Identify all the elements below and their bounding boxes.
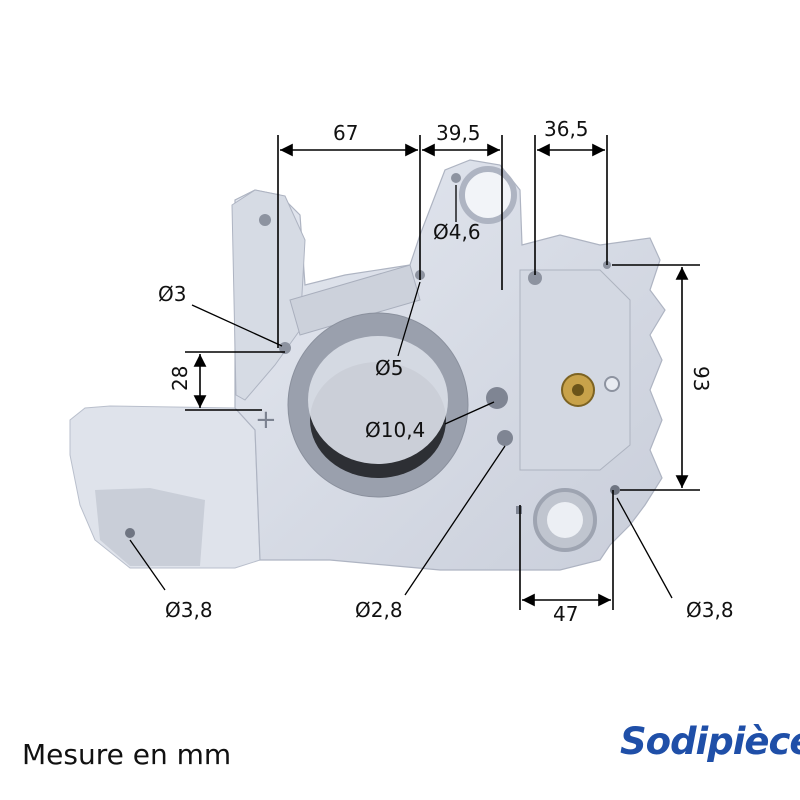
hole-top-right (528, 271, 542, 285)
hole-d4-6 (451, 173, 461, 183)
dimension-lines (185, 135, 700, 610)
diameter-5-label: Ø5 (375, 356, 403, 380)
dim-36-5-label: 36,5 (544, 117, 589, 141)
hole-upper-arm (259, 214, 271, 226)
part-right-plate (519, 269, 631, 471)
dim-39-5-label: 39,5 (436, 121, 481, 145)
hole-right-mid (604, 376, 620, 392)
hole-d3-8-left (125, 528, 135, 538)
part-left-block-face (95, 488, 205, 566)
dim-47-label: 47 (553, 602, 578, 626)
crankcase-part: + (69, 159, 666, 571)
dim-67-label: 67 (333, 121, 358, 145)
dim-28-label: 28 (168, 366, 192, 391)
dim-93-label: 93 (689, 366, 713, 391)
part-top-ring (459, 166, 517, 224)
diameter-2-8-label: Ø2,8 (355, 598, 403, 622)
leader-lines (129, 185, 673, 599)
diameter-3-8-left-label: Ø3,8 (165, 598, 213, 622)
diameter-3-label: Ø3 (158, 282, 186, 306)
hole-lower-slot (516, 506, 522, 514)
brand-logo: Sodipièces (620, 720, 800, 763)
hole-d10-4 (486, 387, 508, 409)
hole-d3 (279, 342, 291, 354)
hole-d2-8 (497, 430, 513, 446)
hole-d3-8-right (610, 485, 620, 495)
diameter-4-6-label: Ø4,6 (433, 220, 481, 244)
diameter-10-4-label: Ø10,4 (365, 418, 425, 442)
diameter-3-8-right-label: Ø3,8 (686, 598, 734, 622)
part-ribbed-arm (289, 264, 421, 336)
svg-text:+: + (255, 405, 277, 435)
units-caption: Mesure en mm (22, 738, 232, 771)
